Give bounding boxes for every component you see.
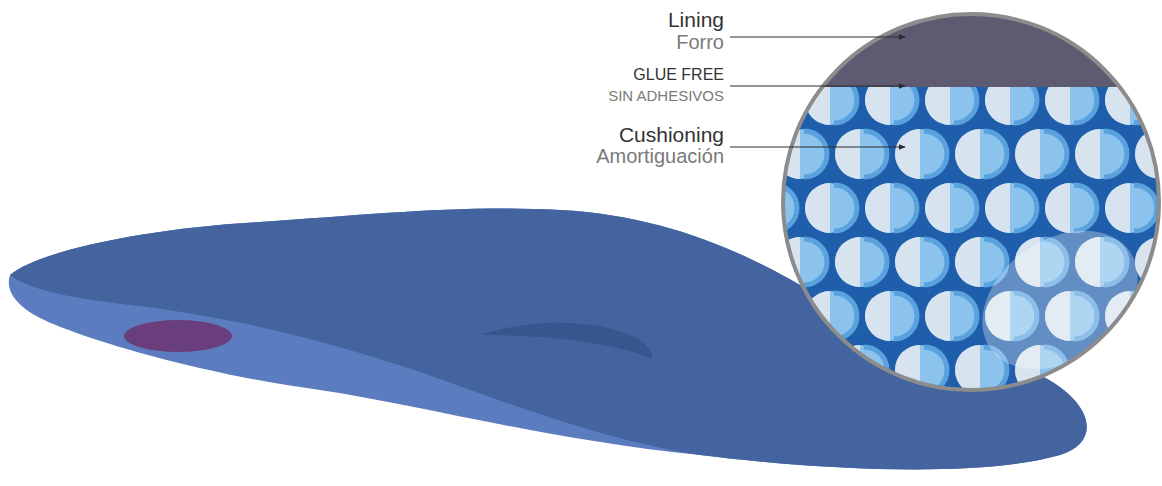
cushion-cell-shade xyxy=(805,399,830,449)
cushion-cell-rim xyxy=(954,401,977,447)
cushion-cell xyxy=(805,399,855,449)
cushion-cell-rim xyxy=(1134,185,1157,231)
cushion-cell-shade xyxy=(1135,345,1160,395)
heel-pad xyxy=(124,320,232,352)
arch-support xyxy=(480,323,652,358)
cushion-cell-shade xyxy=(865,183,890,233)
cushion-cell-shade xyxy=(835,237,860,287)
cushion-cell-shade xyxy=(925,399,950,449)
part-name-translation: SIN ADHESIVOS xyxy=(608,88,724,103)
cushion-cell-rim xyxy=(1014,185,1037,231)
cushion-cell-rim xyxy=(834,185,857,231)
cushion-cell-shade xyxy=(745,75,770,125)
part-name: GLUE FREE xyxy=(633,67,724,83)
cushion-cell-rim xyxy=(1104,347,1127,393)
cushion-cell xyxy=(745,291,795,341)
cushion-cell-rim xyxy=(1074,401,1097,447)
cushion-cell-shade xyxy=(745,291,770,341)
cushion-cell-rim xyxy=(804,131,827,177)
cushion-cell xyxy=(1105,399,1155,449)
cushion-cell-shade xyxy=(955,237,980,287)
cushion-cell-rim xyxy=(984,131,1007,177)
cushion-cell-shade xyxy=(745,399,770,449)
cushion-cell-shade xyxy=(775,345,800,395)
cushion-cell-rim xyxy=(804,347,827,393)
leader-line xyxy=(730,147,905,148)
cushion-cell-rim xyxy=(1044,131,1067,177)
cushion-cell-rim xyxy=(1134,401,1157,447)
cushion-cell xyxy=(1045,399,1095,449)
cushion-cell-shade xyxy=(1045,183,1070,233)
cushion-cell-rim xyxy=(924,239,947,285)
cushion-cell-rim xyxy=(894,401,917,447)
cushion-cell-shade xyxy=(1015,129,1040,179)
cushion-cell xyxy=(925,399,975,449)
cushion-cell xyxy=(745,75,795,125)
cushion-cell-rim xyxy=(774,77,797,123)
cushion-cell-shade xyxy=(955,129,980,179)
cushion-cell-shade xyxy=(1105,183,1130,233)
cushion-cell-shade xyxy=(805,183,830,233)
cushion-cell-rim xyxy=(774,401,797,447)
cushion-cell-rim xyxy=(834,401,857,447)
cushioning-layer xyxy=(780,87,1162,397)
cushion-cell xyxy=(1135,345,1162,395)
cushion-cell-shade xyxy=(745,183,770,233)
cushioning-cells xyxy=(745,75,1162,449)
cushion-cell-rim xyxy=(864,239,887,285)
cushion-cell-rim xyxy=(924,131,947,177)
cushion-cell xyxy=(745,399,795,449)
cushion-cell-shade xyxy=(925,291,950,341)
cushion-cell-shade xyxy=(955,345,980,395)
lining-layer xyxy=(780,10,1162,87)
cushion-cell-shade xyxy=(865,399,890,449)
cushion-cell-shade xyxy=(1105,399,1130,449)
part-name: Cushioning xyxy=(619,124,724,145)
cushion-cell-rim xyxy=(1134,293,1157,339)
part-name: Lining xyxy=(668,9,724,30)
cushion-cell-shade xyxy=(1045,399,1070,449)
cushion-cell xyxy=(865,399,915,449)
cushion-cell-shade xyxy=(895,129,920,179)
cushion-cell-shade xyxy=(985,183,1010,233)
cushion-cell-shade xyxy=(925,183,950,233)
cushion-cell-shade xyxy=(835,129,860,179)
cushion-cell-rim xyxy=(804,239,827,285)
leader-line xyxy=(730,86,905,87)
cushion-cell-rim xyxy=(954,293,977,339)
cushion-cell-rim xyxy=(1104,131,1127,177)
cushion-cell xyxy=(775,345,825,395)
cushion-cell-rim xyxy=(894,185,917,231)
cushion-cell-shade xyxy=(895,237,920,287)
cushion-cell-shade xyxy=(895,345,920,395)
cushion-cell-rim xyxy=(774,293,797,339)
part-name-translation: Amortiguación xyxy=(596,146,724,166)
lens-border xyxy=(783,14,1159,390)
cushion-cell-shade xyxy=(1075,129,1100,179)
cushion-cell-rim xyxy=(1014,401,1037,447)
cushion-cell-rim xyxy=(864,131,887,177)
cushion-cell xyxy=(985,399,1035,449)
leader-line xyxy=(730,37,905,38)
cushion-cell-rim xyxy=(894,293,917,339)
cushion-cell-shade xyxy=(865,291,890,341)
cushion-cell-rim xyxy=(1074,185,1097,231)
magnified-section xyxy=(745,10,1162,449)
part-name-translation: Forro xyxy=(676,32,724,52)
cushion-cell-shade xyxy=(985,399,1010,449)
cushion-cell-rim xyxy=(954,185,977,231)
